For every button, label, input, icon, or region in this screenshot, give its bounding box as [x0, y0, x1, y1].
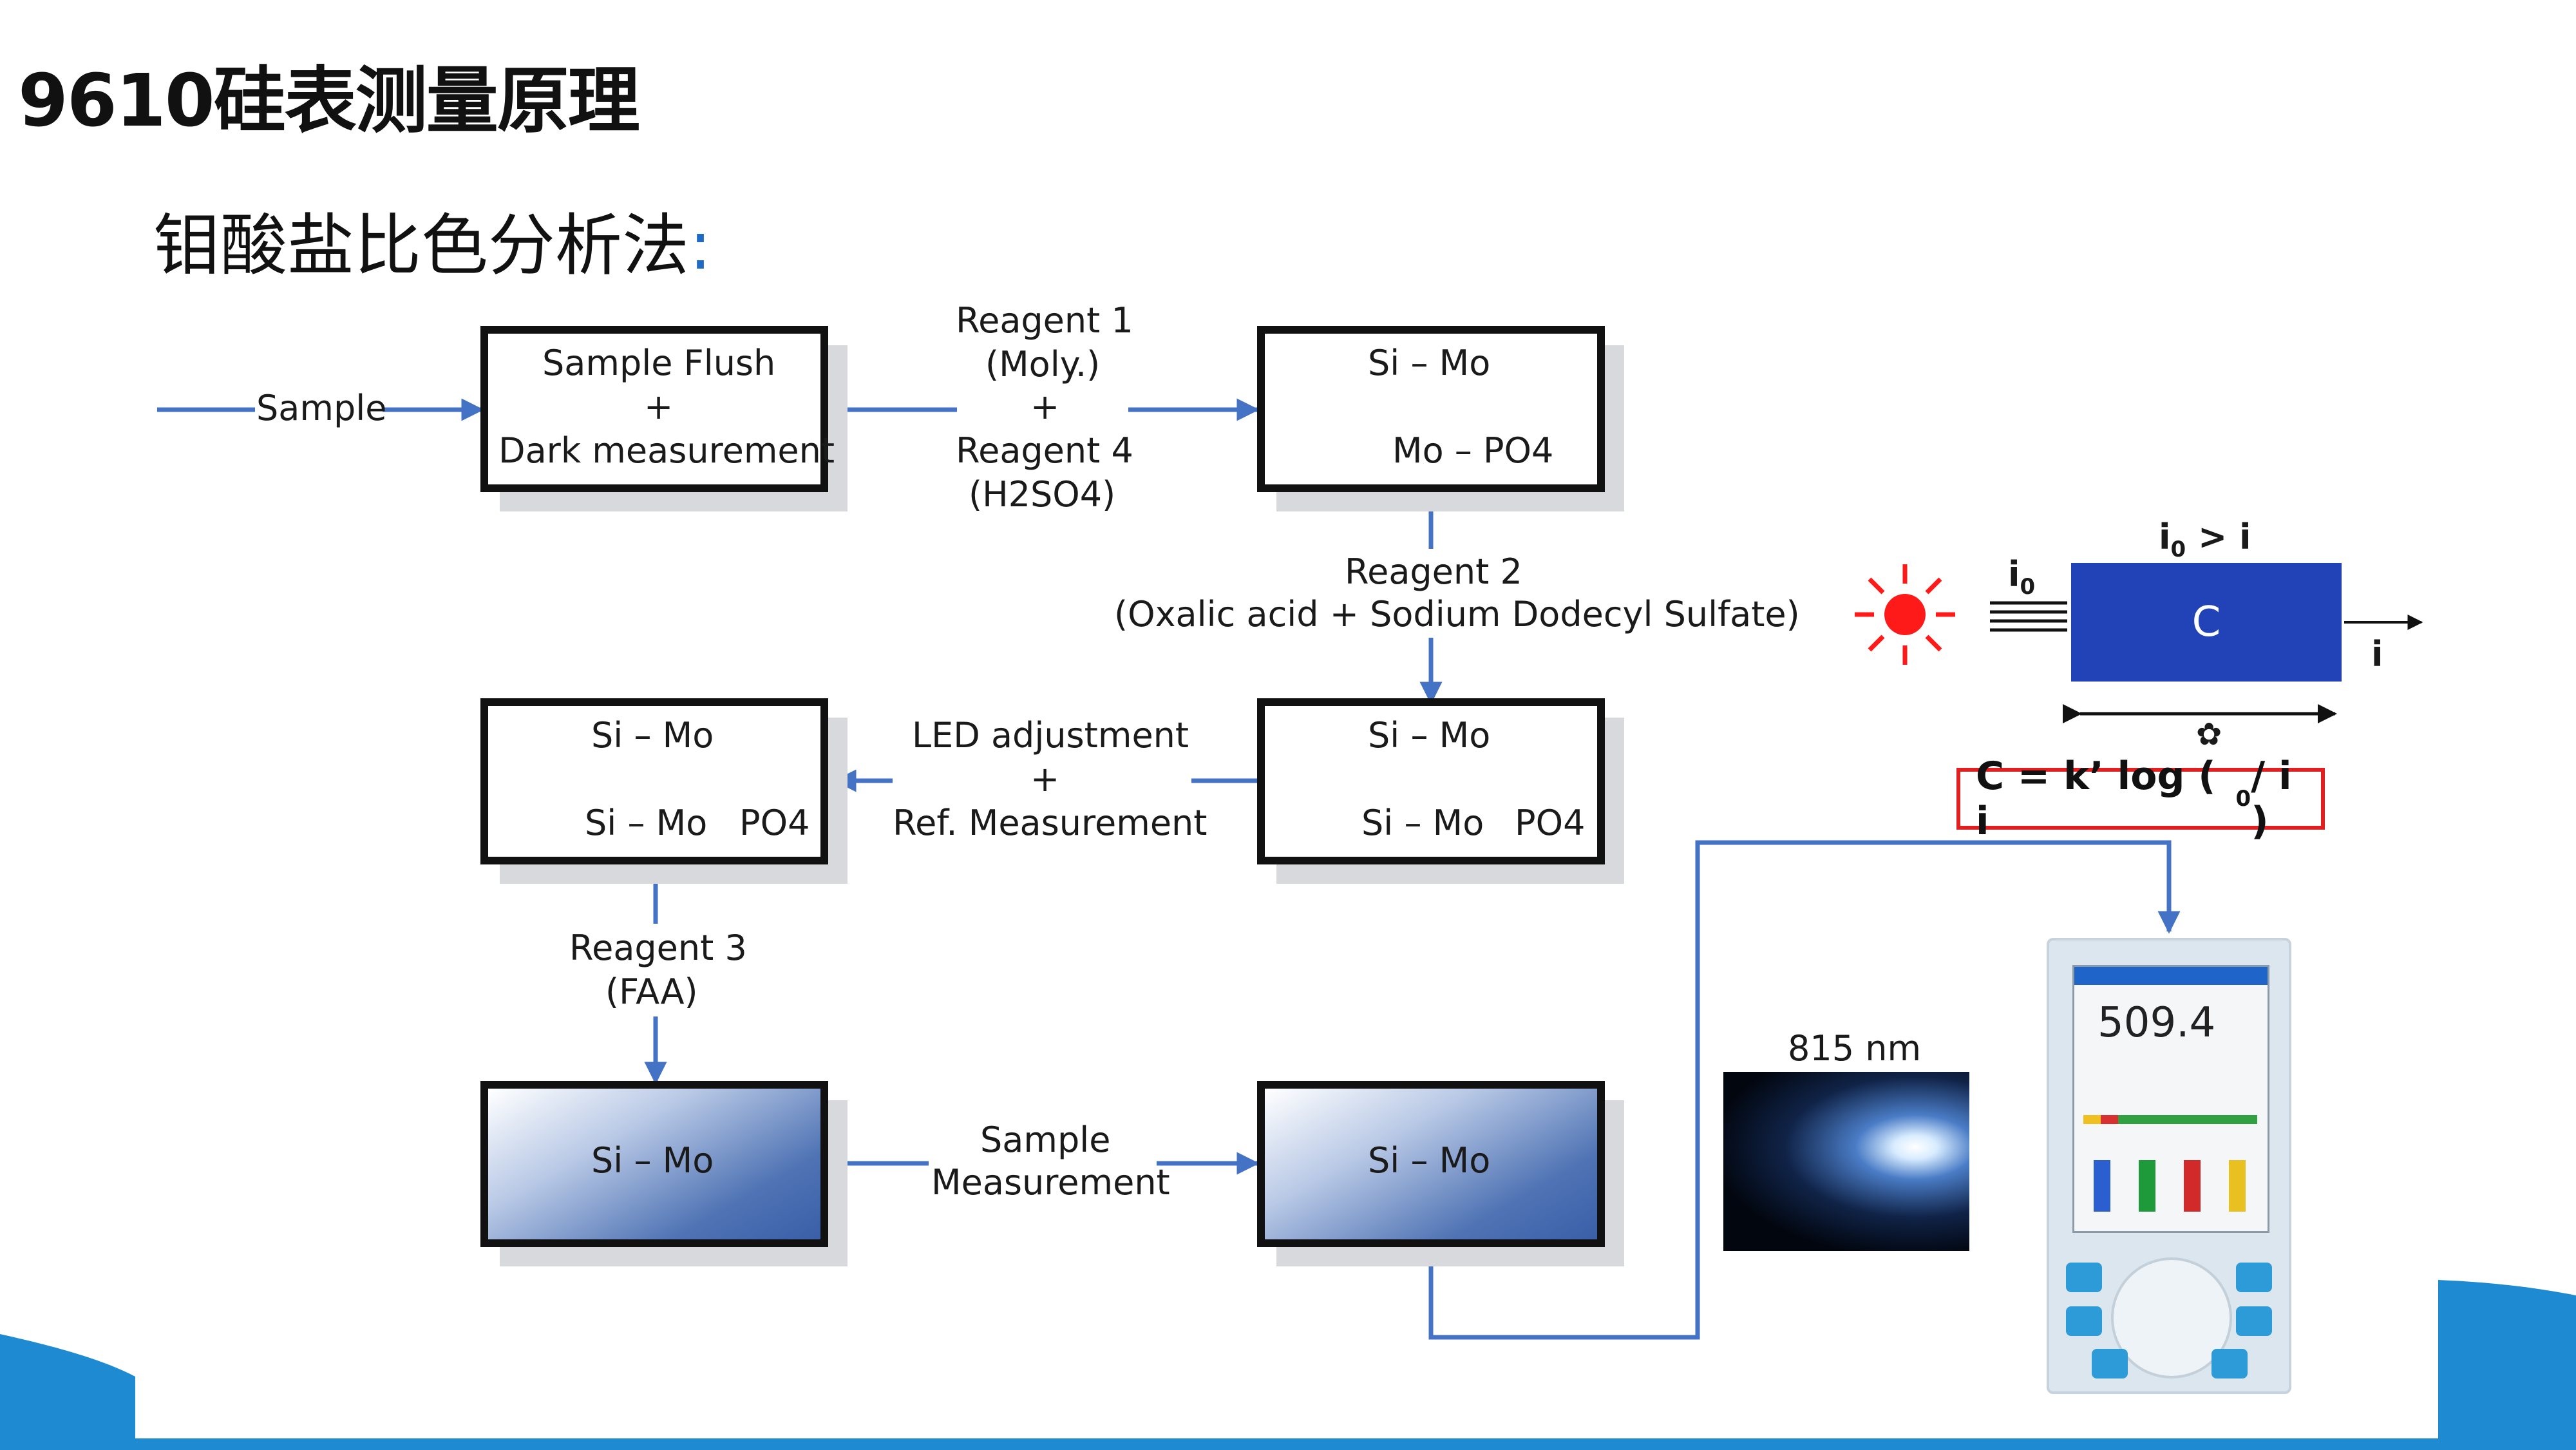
h2so4-label: (H2SO4) — [969, 474, 1116, 515]
simo3-line2: Si – Mo — [1361, 803, 1484, 843]
simo-box-4 — [480, 1081, 828, 1247]
bottle-2-icon — [2139, 1160, 2155, 1212]
simo3-line1: Si – Mo — [1368, 715, 1491, 756]
wavelength-label: 815 nm — [1788, 1028, 1922, 1069]
sample-label: Sample — [256, 388, 387, 428]
i0-gt-i-sub: 0 — [2170, 536, 2186, 562]
reagent4-label: Reagent 4 — [956, 430, 1133, 471]
simo2-line3: PO4 — [739, 803, 810, 843]
light-source-icon — [1855, 564, 1955, 665]
reagent2-label: Reagent 2 — [1345, 551, 1522, 592]
path-length-icon: ✿ — [2196, 716, 2222, 752]
plus-label-2: + — [1030, 759, 1060, 799]
simo-box-2 — [480, 698, 828, 864]
simo3-line3: PO4 — [1515, 803, 1586, 843]
sample-meas-label-2: Measurement — [931, 1162, 1170, 1203]
simo1-line2: Mo – PO4 — [1392, 430, 1554, 471]
formula-post: / i ) — [2251, 754, 2292, 844]
back-icon[interactable] — [2066, 1306, 2102, 1336]
screen-header — [2074, 967, 2268, 985]
sample-cell: C — [2071, 563, 2342, 682]
menu-icon[interactable] — [2066, 1263, 2102, 1292]
enter-icon[interactable] — [2236, 1306, 2272, 1336]
cal-icon[interactable] — [2092, 1349, 2128, 1378]
i-out-label: i — [2371, 634, 2383, 674]
bottle-4-icon — [2229, 1160, 2246, 1212]
incident-rays — [1990, 601, 2067, 632]
led-adjust-label: LED adjustment — [912, 715, 1189, 756]
home-icon[interactable] — [2236, 1263, 2272, 1292]
bottle-1-icon — [2094, 1160, 2110, 1212]
i0-gt-i-i: i — [2159, 517, 2171, 557]
i0-i: i — [2008, 554, 2020, 595]
i0-gt-i-rest: > i — [2186, 517, 2251, 557]
i0-sub: 0 — [2020, 573, 2036, 600]
analyzer-device: 509.4 — [2047, 938, 2291, 1394]
simo-box-5 — [1257, 1081, 1605, 1247]
subtitle-colon: : — [689, 206, 712, 285]
simo4-line1: Si – Mo — [591, 1140, 714, 1181]
simo2-line2: Si – Mo — [585, 803, 708, 843]
simo2-line1: Si – Mo — [591, 715, 714, 756]
flush-line1: Sample Flush — [542, 343, 776, 383]
i0-label: i0 — [2008, 554, 2035, 600]
flush-line2: + — [644, 386, 674, 427]
signal-path — [1428, 840, 2181, 1340]
faa-label: (FAA) — [605, 971, 698, 1012]
sample-flush-box — [480, 326, 828, 492]
moly-label: (Moly.) — [985, 344, 1101, 385]
screen-bar-1 — [2083, 1115, 2257, 1124]
reagent2-desc: (Oxalic acid + Sodium Dodecyl Sulfate) — [1114, 594, 1800, 634]
device-screen: 509.4 — [2072, 965, 2269, 1233]
simo-box-1 — [1257, 326, 1605, 492]
page-subtitle: 钼酸盐比色分析法: — [153, 191, 712, 288]
led-light-image — [1723, 1072, 1969, 1251]
i0-gt-i-label: i0 > i — [2159, 517, 2251, 562]
bottle-3-icon — [2184, 1160, 2201, 1212]
simo5-line1: Si – Mo — [1368, 1140, 1491, 1181]
absorbance-formula: C = k’ log ( i 0 / i ) — [1956, 754, 2325, 844]
simo1-line1: Si – Mo — [1368, 343, 1491, 383]
formula-pre: C = k’ log ( i — [1976, 754, 2216, 844]
sample-meas-label-1: Sample — [980, 1120, 1111, 1160]
simo-box-3 — [1257, 698, 1605, 864]
reagent3-label: Reagent 3 — [569, 928, 747, 968]
screen-reading: 509.4 — [2098, 999, 2216, 1047]
diag-icon[interactable] — [2211, 1349, 2248, 1378]
flush-line3: Dark measurement — [498, 430, 835, 471]
page-title: 9610硅表测量原理 — [18, 59, 640, 143]
ref-meas-label: Ref. Measurement — [893, 803, 1208, 843]
plus-label-1: + — [1030, 386, 1060, 427]
reagent1-label: Reagent 1 — [956, 300, 1133, 341]
subtitle-text: 钼酸盐比色分析法 — [153, 206, 690, 285]
formula-sub: 0 — [2235, 786, 2251, 812]
footer-wave — [0, 1280, 2576, 1450]
